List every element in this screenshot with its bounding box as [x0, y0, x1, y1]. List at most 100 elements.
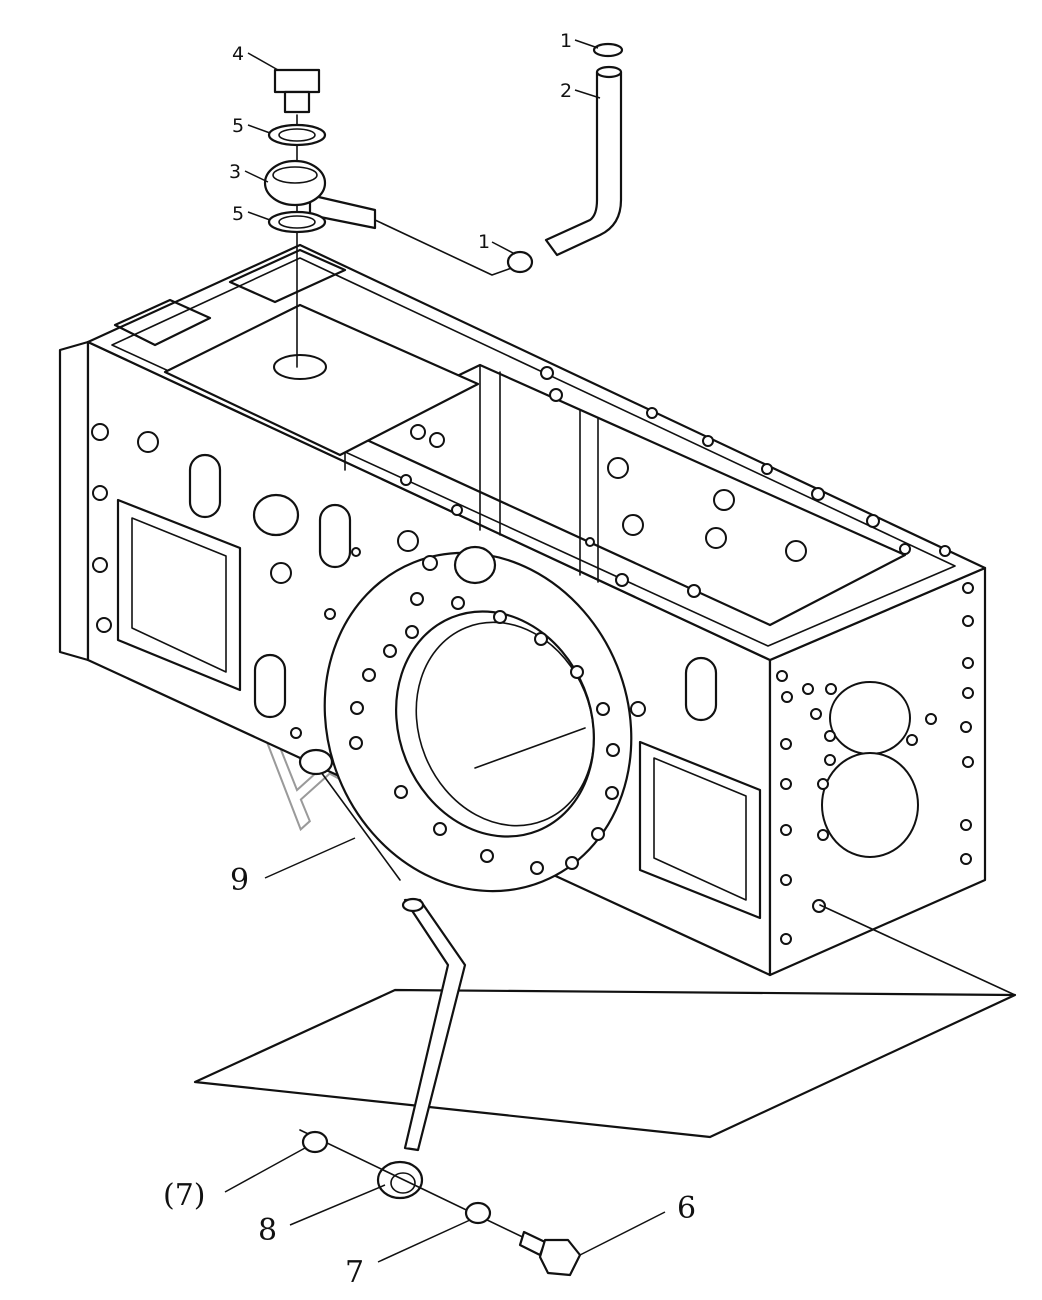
- part-2-hose: [544, 70, 623, 257]
- boss-round-2: [453, 545, 497, 585]
- part-7-washer-front: [464, 1201, 492, 1225]
- callout-8: 8: [258, 1213, 277, 1248]
- bolt-hole: [962, 657, 974, 669]
- bolt-hole: [780, 933, 792, 945]
- bolt-hole: [776, 670, 788, 682]
- bolt-hole: [540, 366, 554, 380]
- bolt-hole: [270, 562, 292, 584]
- bolt-hole: [615, 573, 629, 587]
- callout-1-upper: 1: [560, 30, 572, 52]
- side-window-left: [116, 498, 242, 692]
- bolt-hole: [350, 701, 364, 715]
- reference-plane: [193, 988, 1017, 1139]
- bolt-hole: [429, 432, 445, 448]
- bolt-hole: [451, 596, 465, 610]
- bolt-hole: [630, 701, 646, 717]
- bolt-hole: [405, 625, 419, 639]
- boss-slot-3: [253, 653, 287, 719]
- bolt-holes: [91, 366, 974, 945]
- bolt-hole: [422, 555, 438, 571]
- bolt-hole: [534, 632, 548, 646]
- part-7-washer-rear: [301, 1130, 329, 1154]
- callout-6: 6: [677, 1191, 696, 1226]
- boss-slot-4: [684, 656, 718, 722]
- bolt-hole: [780, 778, 792, 790]
- part-6-bolt-head: [538, 1238, 582, 1277]
- bolt-hole: [960, 819, 972, 831]
- callout-7-ref: (7): [163, 1178, 206, 1213]
- part-1-clamp-upper: [592, 42, 624, 58]
- top-cover-plate: [163, 303, 480, 457]
- housing-left-flange: [58, 340, 90, 662]
- bolt-hole: [410, 592, 424, 606]
- bolt-hole: [351, 547, 361, 557]
- bolt-hole: [785, 540, 807, 562]
- bolt-hole: [362, 668, 376, 682]
- bolt-hole: [394, 785, 408, 799]
- bolt-hole: [400, 474, 412, 486]
- part-5-washer-lower: [267, 210, 327, 234]
- bolt-hole: [493, 610, 507, 624]
- part-3-banjo-tube: [308, 193, 377, 230]
- end-bore-upper: [829, 681, 911, 755]
- callout-3: 3: [229, 161, 241, 183]
- rear-flange-ring: [323, 551, 633, 893]
- bolt-hole: [925, 713, 937, 725]
- bolt-hole: [549, 388, 563, 402]
- boss-slot-1: [188, 453, 222, 519]
- part-4-bolt-head: [273, 68, 321, 94]
- bolt-hole: [781, 691, 793, 703]
- breather-port: [273, 354, 327, 380]
- bolt-hole: [622, 514, 644, 536]
- bolt-hole: [817, 829, 829, 841]
- bolt-hole: [780, 738, 792, 750]
- bolt-hole: [906, 734, 918, 746]
- bolt-hole: [687, 584, 701, 598]
- bolt-hole: [705, 527, 727, 549]
- bolt-hole: [824, 730, 836, 742]
- bolt-hole: [962, 687, 974, 699]
- bolt-hole: [780, 874, 792, 886]
- bolt-hole: [605, 786, 619, 800]
- callout-7: 7: [345, 1255, 364, 1290]
- oil-pipe-assembly: [193, 748, 1017, 1277]
- bolt-hole: [290, 727, 302, 739]
- bolt-hole: [137, 431, 159, 453]
- callout-5-lower: 5: [232, 203, 244, 225]
- bolt-hole: [780, 824, 792, 836]
- bolt-hole: [92, 557, 108, 573]
- bolt-hole: [480, 849, 494, 863]
- callout-1-lower: 1: [478, 231, 490, 253]
- bolt-hole: [825, 683, 837, 695]
- bolt-hole: [960, 853, 972, 865]
- part-4-bolt-thread: [283, 90, 311, 114]
- transmission-housing: [58, 243, 987, 977]
- part-5-washer-upper: [267, 123, 327, 147]
- bolt-hole: [812, 899, 826, 913]
- bolt-hole: [433, 822, 447, 836]
- bolt-hole: [383, 644, 397, 658]
- bolt-hole: [811, 487, 825, 501]
- bolt-hole: [939, 545, 951, 557]
- bolt-hole: [410, 424, 426, 440]
- bolt-hole: [702, 435, 714, 447]
- part-9-pipe: [403, 898, 467, 1152]
- side-window-right: [638, 740, 762, 920]
- bolt-hole: [824, 754, 836, 766]
- bolt-hole: [324, 608, 336, 620]
- bolt-hole: [962, 582, 974, 594]
- bolt-hole: [349, 736, 363, 750]
- bolt-hole: [962, 615, 974, 627]
- bolt-hole: [761, 463, 773, 475]
- bolt-hole: [565, 856, 579, 870]
- bolt-hole: [585, 537, 595, 547]
- callout-2: 2: [560, 80, 572, 102]
- bolt-hole: [607, 457, 629, 479]
- leader-lines: [224, 39, 666, 1263]
- bolt-hole: [451, 504, 463, 516]
- bolt-hole: [802, 683, 814, 695]
- bolt-hole: [606, 743, 620, 757]
- bolt-hole: [96, 617, 112, 633]
- callout-labels: 1 2 4 5 3 5 1 9 (7) 8 7 6: [163, 30, 696, 1290]
